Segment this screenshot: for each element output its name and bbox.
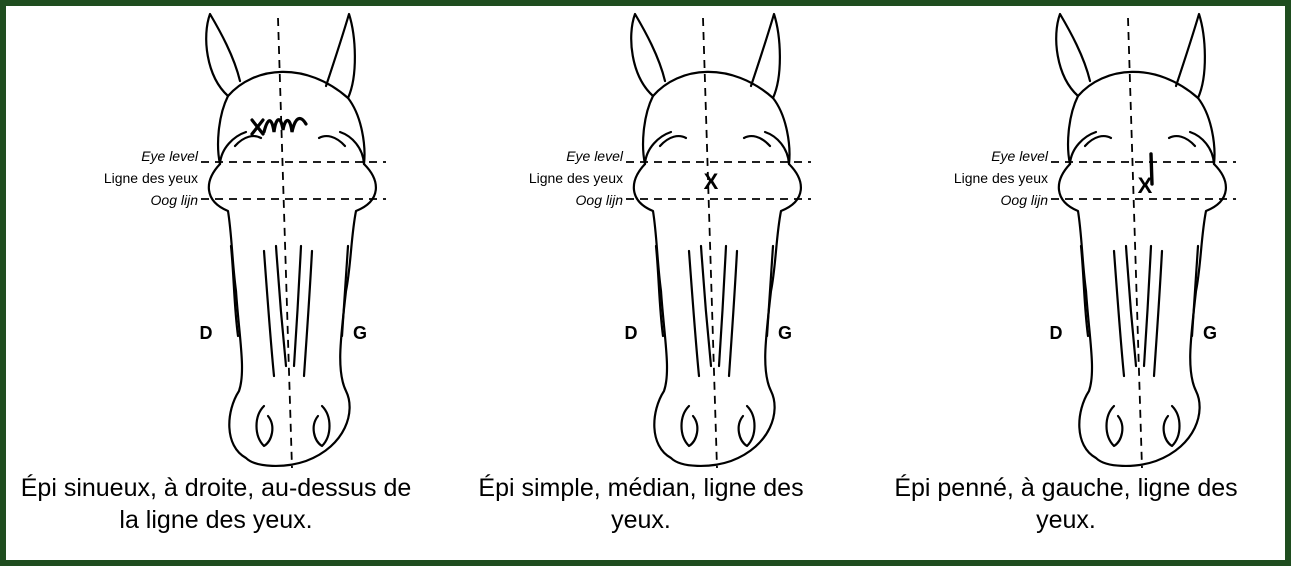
oog-lijn-label: Oog lijn [1001, 192, 1049, 208]
horse-head-drawing: Eye level Ligne des yeux Oog lijn D G [6, 6, 426, 476]
caption-line-2: yeux. [431, 504, 851, 536]
ligne-des-yeux-label: Ligne des yeux [104, 170, 198, 186]
left-side-label: G [778, 323, 792, 343]
caption-line-1: Épi penné, à gauche, ligne des [856, 472, 1276, 504]
caption: Épi sinueux, à droite, au-dessus de la l… [6, 472, 426, 536]
left-side-label: G [353, 323, 367, 343]
caption-line-1: Épi simple, médian, ligne des [431, 472, 851, 504]
simple-whorl-mark: X [704, 169, 719, 194]
right-side-label: D [625, 323, 638, 343]
ligne-des-yeux-label: Ligne des yeux [954, 170, 1048, 186]
oog-lijn-label: Oog lijn [576, 192, 624, 208]
right-side-label: D [1050, 323, 1063, 343]
caption-line-1: Épi sinueux, à droite, au-dessus de [6, 472, 426, 504]
panel-sinuous: Eye level Ligne des yeux Oog lijn D G Ép… [6, 6, 426, 560]
feathered-whorl-mark: X [1138, 173, 1153, 198]
eye-level-label: Eye level [991, 148, 1049, 164]
caption: Épi simple, médian, ligne des yeux. [431, 472, 851, 536]
sinuous-whorl-mark [252, 118, 306, 134]
oog-lijn-label: Oog lijn [151, 192, 199, 208]
eye-level-label: Eye level [141, 148, 199, 164]
horse-head-drawing: Eye level Ligne des yeux Oog lijn D G X [431, 6, 851, 476]
caption-line-2: yeux. [856, 504, 1276, 536]
right-side-label: D [200, 323, 213, 343]
panel-simple: Eye level Ligne des yeux Oog lijn D G X … [431, 6, 851, 560]
caption: Épi penné, à gauche, ligne des yeux. [856, 472, 1276, 536]
ligne-des-yeux-label: Ligne des yeux [529, 170, 623, 186]
eye-level-label: Eye level [566, 148, 624, 164]
caption-line-2: la ligne des yeux. [6, 504, 426, 536]
horse-head-drawing: Eye level Ligne des yeux Oog lijn D G X [856, 6, 1276, 476]
panel-feathered: Eye level Ligne des yeux Oog lijn D G X … [856, 6, 1276, 560]
left-side-label: G [1203, 323, 1217, 343]
